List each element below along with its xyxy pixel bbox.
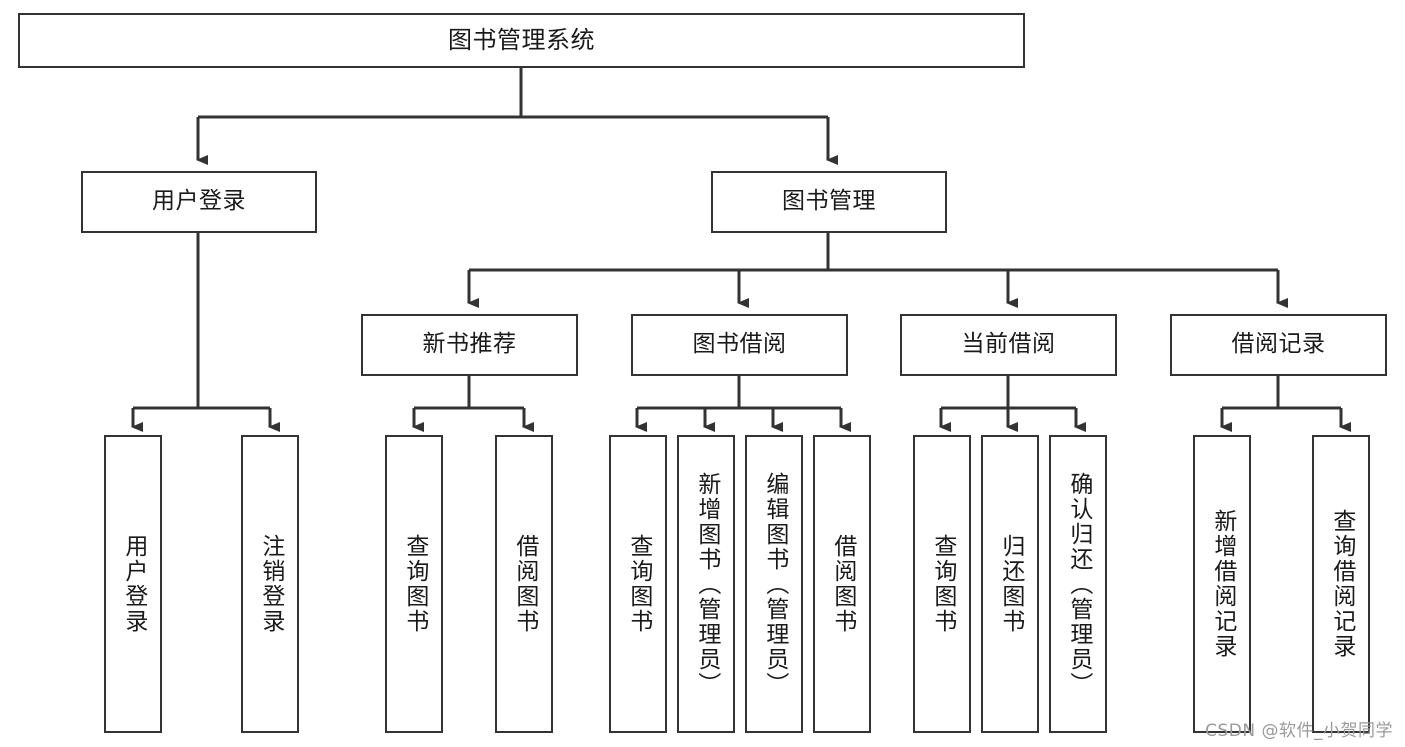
- node-root[interactable]: 图书管理系统: [18, 13, 1025, 68]
- leaf-edit-book-admin[interactable]: 编辑图书（管理员）: [745, 435, 803, 733]
- node-current-borrow[interactable]: 当前借阅: [900, 314, 1117, 376]
- node-user-login-label: 用户登录: [152, 188, 246, 215]
- leaf-query-book-borrow-label: 查询图书: [625, 534, 652, 634]
- leaf-query-book-newbook-label: 查询图书: [401, 534, 428, 634]
- leaf-return-book-label: 归还图书: [997, 534, 1024, 634]
- leaf-query-borrow-record[interactable]: 查询借阅记录: [1312, 435, 1370, 733]
- leaf-user-login[interactable]: 用户登录: [104, 435, 162, 733]
- node-current-borrow-label: 当前借阅: [961, 331, 1056, 358]
- leaf-borrow-book-borrow[interactable]: 借阅图书: [813, 435, 871, 733]
- node-new-book-recommend-label: 新书推荐: [422, 331, 517, 358]
- node-book-borrow[interactable]: 图书借阅: [631, 314, 848, 376]
- leaf-user-logout[interactable]: 注销登录: [241, 435, 299, 733]
- leaf-user-login-label: 用户登录: [120, 534, 147, 634]
- leaf-add-borrow-record-label: 新增借阅记录: [1209, 509, 1236, 659]
- leaf-return-book[interactable]: 归还图书: [981, 435, 1039, 733]
- leaf-user-logout-label: 注销登录: [257, 534, 284, 634]
- leaf-query-book-newbook[interactable]: 查询图书: [385, 435, 443, 733]
- leaf-add-borrow-record[interactable]: 新增借阅记录: [1193, 435, 1251, 733]
- leaf-borrow-book-borrow-label: 借阅图书: [829, 534, 856, 634]
- leaf-edit-book-admin-label: 编辑图书（管理员）: [761, 471, 788, 697]
- leaf-query-borrow-record-label: 查询借阅记录: [1328, 509, 1355, 659]
- leaf-borrow-book-newbook-label: 借阅图书: [511, 534, 538, 634]
- csdn-watermark: CSDN @软件_小贺同学: [1205, 721, 1393, 741]
- leaf-confirm-return-admin-label: 确认归还（管理员）: [1065, 471, 1092, 697]
- leaf-query-book-current[interactable]: 查询图书: [913, 435, 971, 733]
- leaf-confirm-return-admin[interactable]: 确认归还（管理员）: [1049, 435, 1107, 733]
- leaf-add-book-admin[interactable]: 新增图书（管理员）: [677, 435, 735, 733]
- leaf-query-book-borrow[interactable]: 查询图书: [609, 435, 667, 733]
- node-book-borrow-label: 图书借阅: [692, 331, 787, 358]
- node-new-book-recommend[interactable]: 新书推荐: [361, 314, 578, 376]
- node-user-login[interactable]: 用户登录: [81, 171, 317, 233]
- node-borrow-records-label: 借阅记录: [1231, 331, 1326, 358]
- node-borrow-records[interactable]: 借阅记录: [1170, 314, 1387, 376]
- leaf-query-book-current-label: 查询图书: [929, 534, 956, 634]
- leaf-add-book-admin-label: 新增图书（管理员）: [693, 471, 720, 697]
- node-book-management[interactable]: 图书管理: [711, 171, 947, 233]
- node-book-management-label: 图书管理: [782, 188, 876, 215]
- node-root-label: 图书管理系统: [448, 26, 595, 55]
- leaf-borrow-book-newbook[interactable]: 借阅图书: [495, 435, 553, 733]
